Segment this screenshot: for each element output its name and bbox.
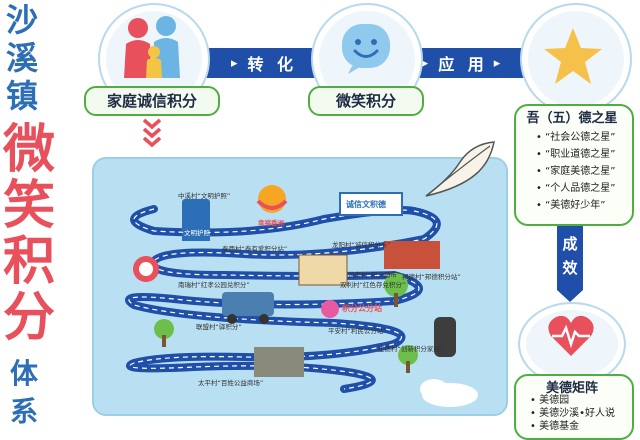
map-label: 洪南村“积分超市”	[348, 271, 401, 279]
matrix-panel-title: 美德矩阵	[545, 381, 598, 396]
star-item: • “美德好少年”	[536, 200, 606, 211]
feather-icon	[425, 141, 495, 197]
title-char-2: 溪	[6, 39, 39, 77]
down-chevrons-icon	[142, 118, 162, 148]
star-item: • “职业道德之星”	[536, 149, 616, 160]
matrix-item: • 美德沙溪•好人说	[530, 408, 615, 419]
title-char-7: 分	[3, 288, 56, 348]
map-label: 双利村“红色存兑积分”	[340, 281, 406, 289]
map-label: 南瑞村“红孝公园兑积分”	[178, 281, 250, 289]
title-char-3: 镇	[6, 77, 39, 115]
map-label: 邦德村“邦德积分站”	[402, 273, 461, 281]
convert-arrow: ▸转 化	[200, 48, 328, 78]
family-icon	[124, 16, 180, 78]
matrix-item: • 美德园	[530, 395, 570, 406]
title-char-8: 体	[10, 357, 39, 390]
result-arrow: 成 效	[557, 226, 583, 290]
heart-monitor-icon	[548, 315, 594, 356]
title-char-1: 沙	[6, 1, 39, 39]
map-roads	[125, 185, 478, 407]
result-arrow-head	[557, 290, 583, 302]
title-char-9: 系	[10, 395, 39, 428]
apply-label: 应 用	[438, 55, 488, 74]
title-char-6: 积	[3, 232, 56, 292]
five-virtue-star-panel	[514, 104, 634, 226]
map-label: 龙阳村“诚信积分卡”	[332, 241, 391, 249]
map-label: 平安村“利民公分站”	[328, 327, 387, 335]
village-map: 中溪村“文明护照” 文明护照 幸福香洲 泰西村“泰有爱积分站” 诚信文积德 龙阳…	[92, 157, 508, 416]
map-label: 文明护照	[184, 229, 210, 237]
map-label: 太平村“百姓公益商场”	[198, 379, 264, 387]
family-credit-label: 家庭诚信积分	[84, 86, 220, 116]
star-item: • “社会公德之星”	[536, 132, 616, 143]
map-label: 诚信文积德	[346, 200, 386, 209]
virtue-matrix-panel	[514, 374, 634, 440]
star-panel-title: 吾（五）德之星	[526, 111, 618, 126]
star-list: • “社会公德之星” • “职业道德之星” • “家庭美德之星” • “个人品德…	[536, 129, 615, 214]
map-label: 积分公分站	[342, 304, 382, 313]
convert-label: 转 化	[247, 55, 298, 74]
matrix-list: • 美德园 • 美德沙溪•好人说 • 美德基金	[530, 394, 615, 433]
map-label: 庄德村“创新积分家园”	[378, 345, 444, 353]
smile-icon	[342, 24, 390, 74]
matrix-item: • 美德基金	[530, 421, 580, 432]
star-item: • “个人品德之星”	[536, 183, 616, 194]
title-char-4: 微	[3, 120, 56, 180]
star-item: • “家庭美德之星”	[536, 166, 616, 177]
title-char-5: 笑	[3, 176, 56, 236]
smile-points-label: 微笑积分	[308, 86, 424, 116]
map-label: 泰西村“泰有爱积分站”	[222, 245, 288, 253]
map-label: 幸福香洲	[258, 219, 284, 227]
map-label: 联盟村“驿积分”	[196, 323, 242, 331]
star-icon	[544, 28, 602, 84]
map-label: 中溪村“文明护照”	[178, 192, 231, 200]
